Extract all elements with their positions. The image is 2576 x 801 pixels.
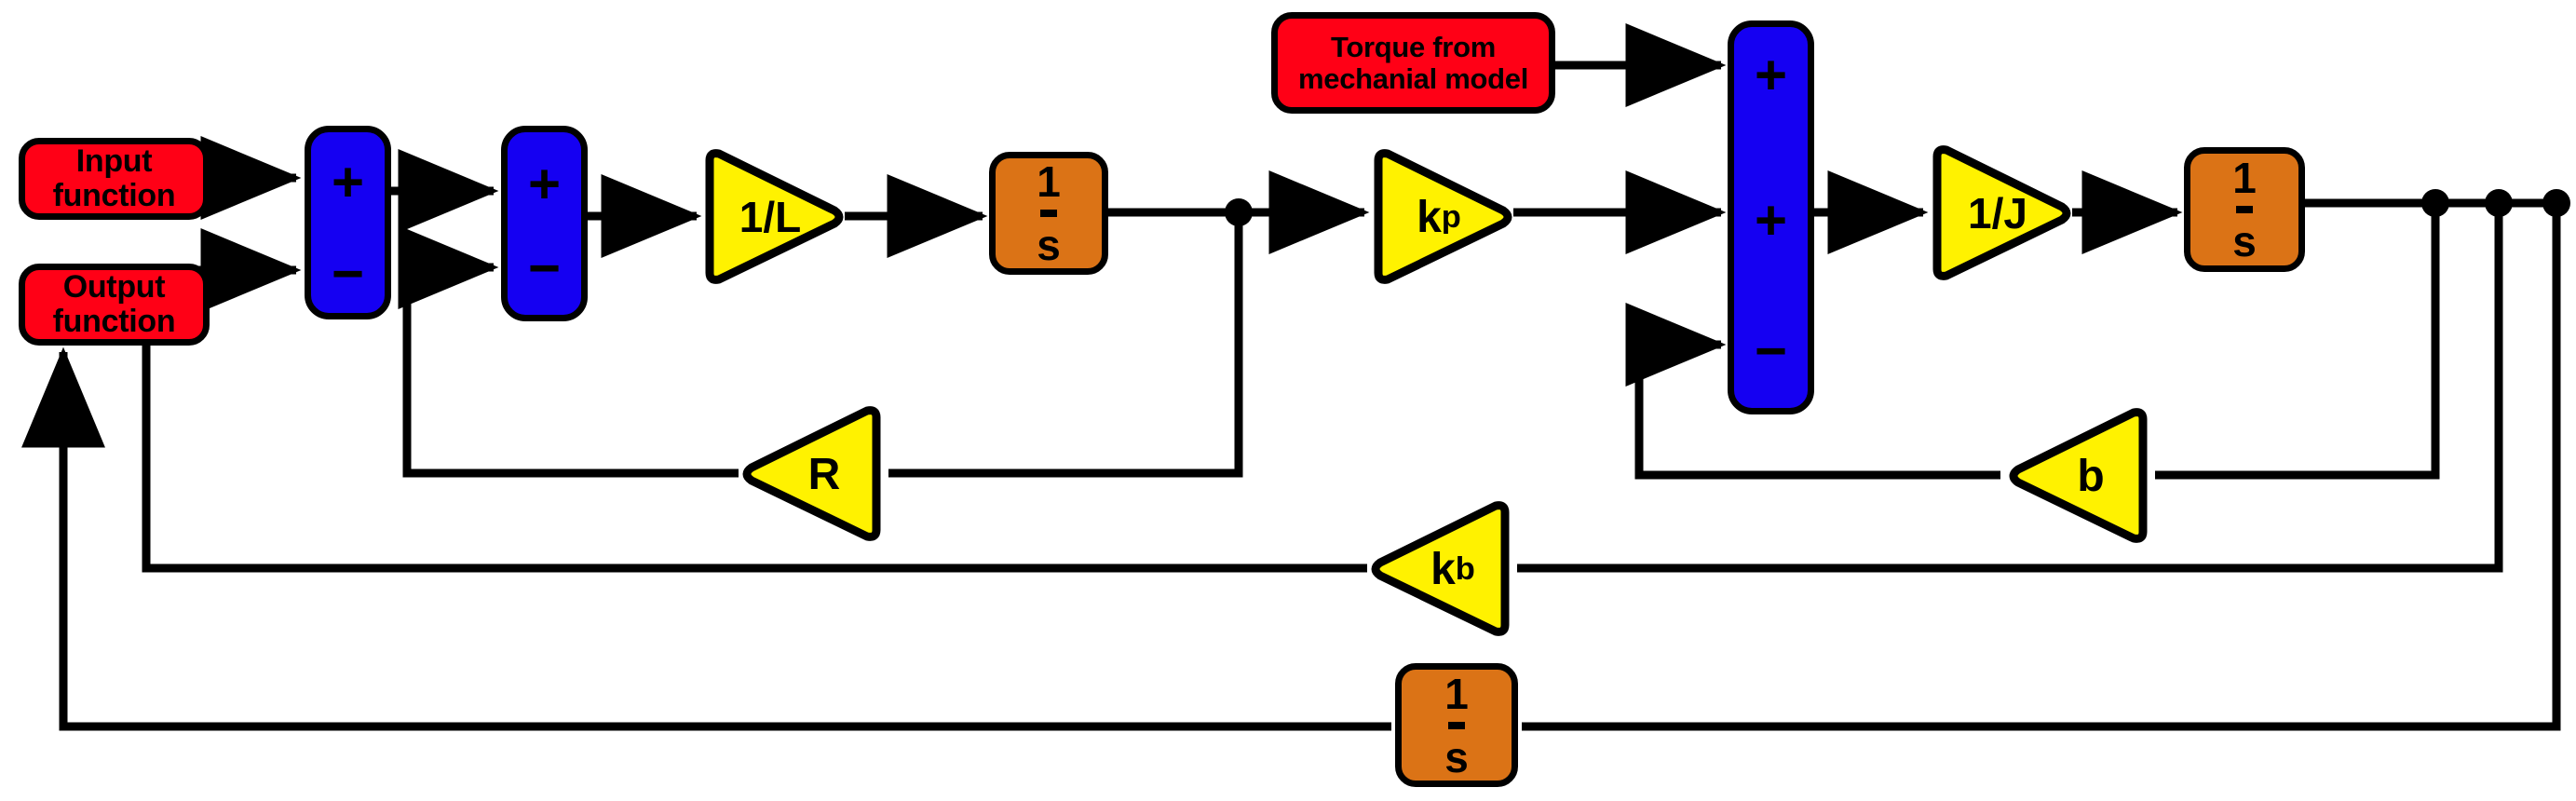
integrator-speed-numerator: 1 — [2232, 154, 2257, 202]
gain-invJ-label[interactable]: 1/J — [1937, 150, 2058, 277]
input-function-line1: Input — [75, 143, 153, 180]
integrator-current-denominator: s — [1037, 221, 1061, 269]
gain-invJ-text: 1/J — [1968, 189, 2027, 238]
integrator-position-numerator: 1 — [1444, 669, 1469, 718]
wire-kb-to-sum1-minus — [142, 228, 1367, 573]
sum3-plus-mid-sign: + — [1754, 189, 1788, 251]
wire-b-to-sum3-minus — [1625, 303, 2000, 480]
gain-b-text: b — [2077, 451, 2105, 501]
integrator-position-fraction: 1 s — [1444, 672, 1469, 779]
gain-kb-subscript: b — [1455, 550, 1475, 587]
gain-invL-text: 1/L — [739, 193, 802, 241]
gain-kb-text: k — [1430, 544, 1456, 594]
wire-speed-tap-to-integrator-position — [1522, 203, 2561, 731]
block-input-function[interactable]: Input function — [19, 138, 210, 220]
gain-kp-subscript: p — [1441, 198, 1461, 235]
integrator-position-denominator: s — [1444, 732, 1469, 781]
integrator-current-fraction: 1 s — [1037, 160, 1061, 266]
integrator-speed-denominator: s — [2232, 217, 2257, 265]
integrator-current-numerator: 1 — [1037, 157, 1061, 206]
wire-current-tap-to-R — [888, 212, 1243, 478]
block-sum-mechanical[interactable]: + + − — [1728, 20, 1814, 414]
torque-source-line1: Torque from — [1331, 31, 1496, 64]
torque-source-line2: mechanial model — [1297, 61, 1529, 95]
output-function-line2: function — [52, 304, 176, 339]
wire-position-to-output-function — [20, 346, 1391, 731]
sum3-plus-top-sign: + — [1754, 44, 1788, 106]
block-integrator-current[interactable]: 1 s — [989, 152, 1108, 275]
wire-R-to-sum2-minus — [398, 225, 739, 478]
output-function-line1: Output — [62, 269, 166, 305]
gain-invL-label[interactable]: 1/L — [710, 154, 831, 280]
gain-b-label[interactable]: b — [2030, 413, 2151, 539]
sum1-plus-sign: + — [331, 151, 365, 213]
junction-dot-speed-tap-2 — [2485, 189, 2513, 217]
fraction-bar — [1448, 721, 1465, 729]
gain-kp-text: k — [1417, 192, 1442, 242]
sum2-minus-sign: − — [527, 237, 562, 299]
block-integrator-speed[interactable]: 1 s — [2184, 147, 2305, 272]
sum3-minus-sign: − — [1754, 319, 1788, 382]
gain-R-text: R — [807, 449, 841, 499]
block-sum-electrical-1[interactable]: + − — [305, 126, 391, 319]
fraction-bar — [1040, 210, 1057, 217]
block-output-function[interactable]: Output function — [19, 264, 210, 346]
sum1-minus-sign: − — [331, 242, 365, 305]
gain-R-label[interactable]: R — [764, 411, 885, 537]
block-sum-electrical-2[interactable]: + − — [501, 126, 588, 321]
input-function-line2: function — [52, 178, 176, 213]
block-integrator-position[interactable]: 1 s — [1395, 663, 1518, 787]
block-torque-source[interactable]: Torque from mechanial model — [1271, 12, 1555, 114]
junction-dot-speed-tap-1 — [2421, 189, 2449, 217]
integrator-speed-fraction: 1 s — [2232, 156, 2257, 263]
wire-speed-tap-to-b — [2155, 203, 2440, 480]
fraction-bar — [2236, 206, 2253, 213]
junction-dot-current-tap — [1225, 198, 1253, 226]
junction-dot-speed-tap-3 — [2542, 189, 2570, 217]
wire-speed-tap-to-kb — [1517, 203, 2503, 573]
sum2-plus-sign: + — [527, 153, 562, 215]
